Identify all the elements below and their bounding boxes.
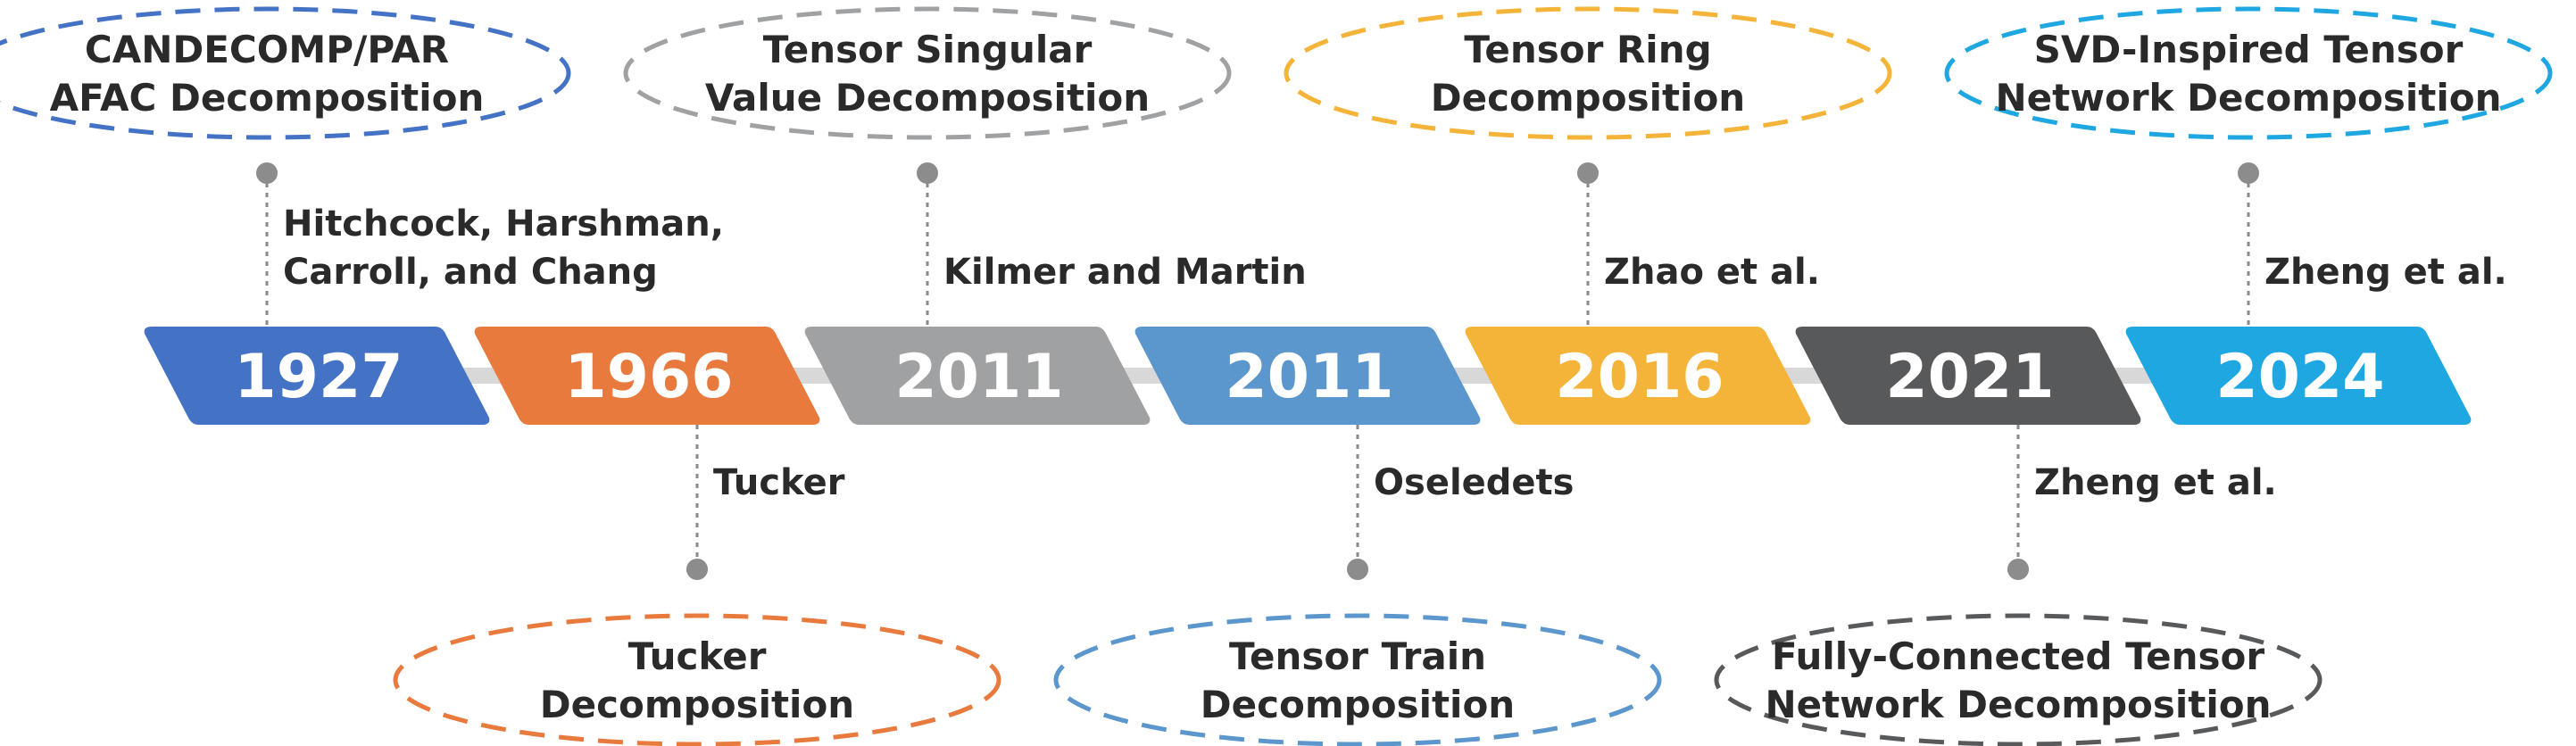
year-label: 2021 [1885, 342, 2054, 412]
connector-dot [1347, 559, 1368, 580]
method-ellipse-1 [393, 613, 1001, 746]
year-segment-4 [1465, 327, 1811, 425]
method-name-line: Decomposition [540, 683, 854, 726]
author-name-line: Oseledets [1374, 462, 1574, 503]
author-labels: Hitchcock, Harshman, Carroll, and ChangTu… [283, 203, 2507, 503]
year-label: 2016 [1555, 342, 1724, 412]
year-segment-1 [474, 327, 820, 425]
year-segment-0 [144, 327, 490, 425]
method-name-line: Decomposition [1431, 76, 1745, 120]
method-ellipse-3 [1053, 613, 1662, 746]
method-name-line: Tensor Singular [763, 28, 1093, 71]
connector-dot [256, 162, 278, 184]
method-ellipse-4 [1284, 6, 1892, 140]
method-name-line: Tensor Train [1229, 634, 1486, 678]
connector-dot [2238, 162, 2259, 184]
method-name-line: Network Decomposition [1765, 683, 2271, 726]
author-name-line: Carroll, and Chang [283, 252, 658, 293]
author-name-line: Zheng et al. [2034, 462, 2277, 503]
connector-dot [2007, 559, 2029, 580]
year-label: 2024 [2215, 342, 2384, 412]
year-segment-2 [804, 327, 1151, 425]
method-ellipse-5 [1714, 613, 2323, 746]
year-segments: 1927 1966 2011 2011 2016 2021 2024 [144, 327, 2472, 425]
method-name-line: SVD-Inspired Tensor [2034, 28, 2464, 71]
method-name-line: Tucker [628, 634, 767, 678]
year-label: 2011 [1225, 342, 1393, 412]
year-label: 1966 [564, 342, 733, 412]
connector-dot [686, 559, 708, 580]
author-name-line: Hitchcock, Harshman, [283, 203, 724, 245]
connector-dot [917, 162, 938, 184]
method-name-line: Tensor Ring [1464, 28, 1711, 71]
connector-lines [256, 162, 2259, 580]
author-name-line: Tucker [713, 462, 845, 503]
method-name-line: CANDECOMP/PAR [85, 28, 449, 71]
method-ellipse-2 [623, 6, 1232, 140]
method-ellipse-6 [1944, 6, 2553, 140]
year-label: 2011 [894, 342, 1063, 412]
author-name-line: Zhao et al. [1604, 252, 1820, 293]
year-segment-6 [2125, 327, 2472, 425]
method-name-line: Value Decomposition [705, 76, 1150, 120]
author-name-line: Zheng et al. [2264, 252, 2507, 293]
year-label: 1927 [234, 342, 403, 412]
method-name-line: Network Decomposition [1995, 76, 2501, 120]
method-name-line: Fully-Connected Tensor [1772, 634, 2265, 678]
method-name-line: Decomposition [1201, 683, 1515, 726]
author-name-line: Kilmer and Martin [943, 252, 1307, 293]
year-segment-3 [1134, 327, 1481, 425]
method-ellipse-0 [0, 6, 571, 140]
method-name-line: AFAC Decomposition [50, 76, 485, 120]
year-segment-5 [1795, 327, 2141, 425]
connector-dot [1577, 162, 1599, 184]
